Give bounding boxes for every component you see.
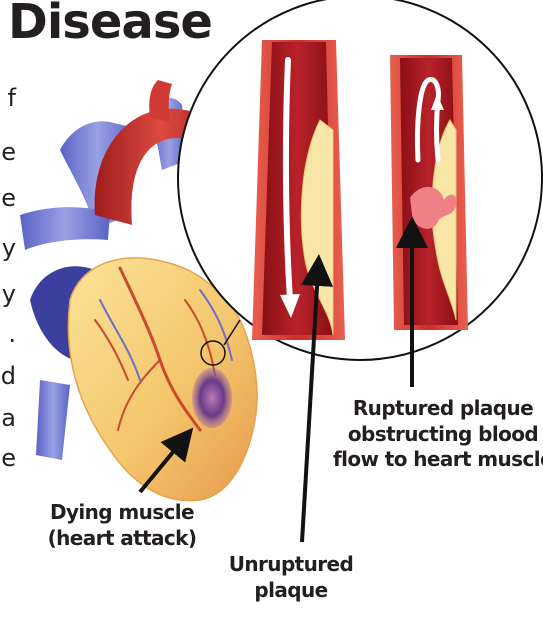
cropped-text-fragment: .: [8, 320, 16, 348]
magnifier-ring: [178, 0, 542, 360]
label-line: Ruptured plaque: [318, 396, 543, 422]
label-dying-muscle: Dying muscle (heart attack): [22, 500, 222, 551]
vena-cava-lower: [36, 380, 70, 460]
label-line: Dying muscle: [22, 500, 222, 526]
label-line: Unruptured: [196, 552, 386, 578]
artery-unruptured: [252, 40, 345, 340]
label-line: obstructing blood: [318, 422, 543, 448]
cropped-body-text: f e e y y . d a e: [0, 84, 18, 504]
aorta-branch: [149, 80, 172, 122]
cropped-text-fragment: e: [1, 444, 16, 472]
cropped-text-fragment: a: [1, 404, 16, 432]
label-unruptured-plaque: Unruptured plaque: [196, 552, 386, 603]
magnifier-circle: [178, 0, 542, 360]
cropped-text-fragment: d: [1, 362, 16, 390]
cropped-text-fragment: y: [2, 280, 16, 308]
artery-ruptured: [390, 55, 468, 330]
page-title: Disease: [8, 0, 212, 50]
cropped-text-fragment: e: [1, 138, 16, 166]
label-line: flow to heart muscle: [318, 447, 543, 473]
infarct-area: [192, 368, 232, 428]
label-line: (heart attack): [22, 526, 222, 552]
label-ruptured-plaque: Ruptured plaque obstructing blood flow t…: [318, 396, 543, 473]
cropped-text-fragment: y: [2, 234, 16, 262]
label-line: plaque: [196, 578, 386, 604]
cropped-text-fragment: f: [8, 84, 16, 112]
cropped-text-fragment: e: [1, 184, 16, 212]
